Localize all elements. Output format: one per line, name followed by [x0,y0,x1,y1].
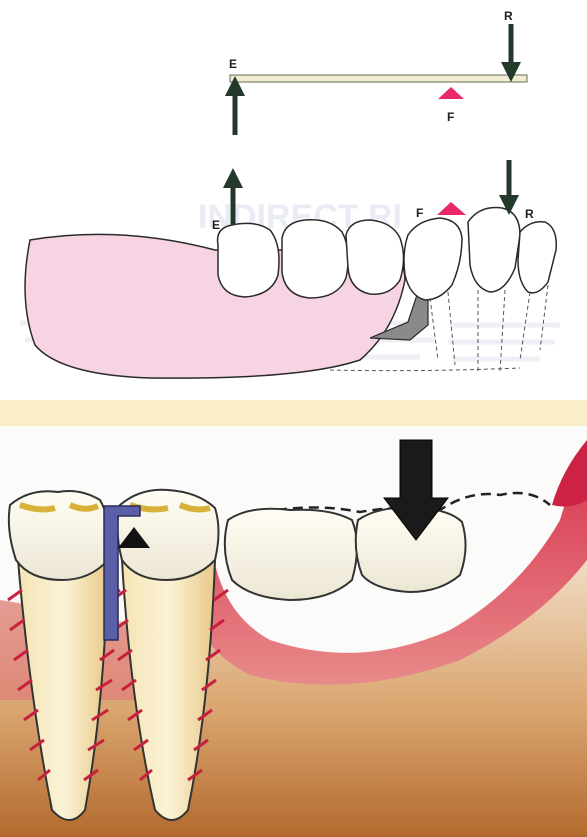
lever-effort-label: E [229,57,237,71]
lever-fulcrum-label: F [447,110,454,124]
denture-fulcrum-marker [437,202,466,215]
denture-fulcrum-label: F [416,206,423,220]
lever-fulcrum-marker [438,87,464,99]
lever-diagram: E F R [229,9,527,135]
denture-diagram: INDIRECT RI E F R [20,160,560,378]
lever-bar [230,75,527,82]
denture-effort-label: E [212,218,220,232]
artificial-tooth [282,220,348,298]
artificial-tooth [346,220,404,294]
abutment-tooth [404,218,462,300]
natural-tooth [468,208,520,292]
separator-banner [0,400,587,426]
denture-tooth [225,509,357,600]
cross-section-illustration [0,426,587,837]
artificial-tooth [218,223,279,297]
denture-resistance-label: R [525,207,534,221]
natural-tooth [518,222,556,293]
lever-resistance-label: R [504,9,513,23]
